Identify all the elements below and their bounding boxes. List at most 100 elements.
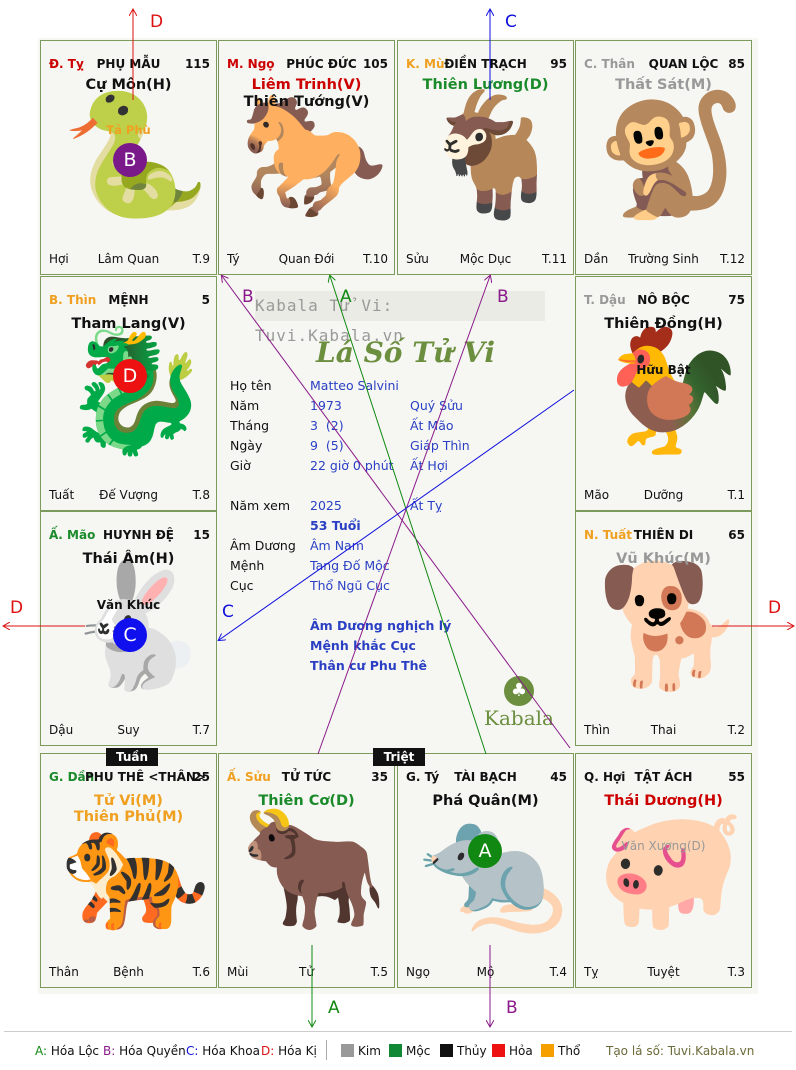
hoa-khoa-marker: C bbox=[113, 618, 147, 652]
palace-name: QUAN LỘC bbox=[648, 57, 719, 71]
palace-stage: Suy bbox=[117, 723, 140, 737]
palace-branch: Mão bbox=[584, 488, 610, 502]
palace-stage: Trường Sinh bbox=[628, 252, 699, 266]
credit-link[interactable]: Tạo lá số: Tuvi.Kabala.vn bbox=[606, 1044, 755, 1058]
palace-phuc-duc[interactable]: 🐎 M. Ngọ PHÚC ĐỨC 105 Liêm Trinh(V) Thiê… bbox=[218, 40, 395, 275]
info-label: Giờ bbox=[230, 458, 251, 473]
palace-name: TÀI BẠCH bbox=[454, 770, 517, 784]
palace-month: T.7 bbox=[192, 723, 210, 737]
hoa-loc-line bbox=[330, 276, 487, 755]
age-value: 53 Tuổi bbox=[310, 518, 361, 533]
arrow-label: B bbox=[242, 287, 254, 307]
palace-can: N. Tuất bbox=[584, 528, 633, 542]
info-value-canchi: Ất Tỵ bbox=[410, 498, 443, 513]
palace-name: ĐIỀN TRẠCH bbox=[444, 57, 527, 71]
minor-star: Hữu Bật bbox=[636, 363, 691, 377]
minor-star: Văn Khúc bbox=[96, 598, 161, 612]
info-value: 2025 bbox=[310, 498, 342, 513]
watermark-text: Kabala Tử Vi: Tuvi.Kabala.vn bbox=[255, 291, 545, 345]
palace-month: T.4 bbox=[549, 965, 567, 979]
palace-age: 5 bbox=[201, 293, 210, 307]
palace-branch: Thân bbox=[49, 965, 79, 979]
palace-branch: Sửu bbox=[406, 252, 429, 266]
arrow-label: C bbox=[505, 12, 517, 32]
info-value-canchi: Ất Mão bbox=[410, 418, 454, 433]
arrow-label: D bbox=[150, 12, 164, 32]
tiger-icon: 🐅 bbox=[61, 799, 211, 938]
palace-branch: Tuất bbox=[49, 488, 75, 502]
kabala-logo: ♣ Kabala bbox=[484, 676, 554, 736]
info-value: Thổ Ngũ Cục bbox=[310, 578, 390, 593]
note-line: Mệnh khắc Cục bbox=[310, 638, 416, 653]
main-star: Thái Dương(H) bbox=[604, 793, 723, 809]
info-label: Cục bbox=[230, 578, 254, 593]
palace-month: T.9 bbox=[192, 252, 210, 266]
palace-age: 15 bbox=[193, 528, 210, 542]
palace-month: T.10 bbox=[363, 252, 388, 266]
palace-name: NÔ BỘC bbox=[637, 293, 690, 307]
palace-month: T.11 bbox=[542, 252, 567, 266]
palace-thien-di[interactable]: 🐕 N. Tuất THIÊN DI 65 Vũ Khúc(M) Thìn Th… bbox=[575, 511, 752, 746]
palace-stage: Tuyệt bbox=[647, 965, 680, 979]
hoa-ki-marker: D bbox=[113, 359, 147, 393]
palace-tai-bach[interactable]: 🐀 G. Tý TÀI BẠCH 45 Phá Quân(M) Ngọ Mộ T… bbox=[397, 753, 574, 988]
tho-swatch bbox=[541, 1044, 554, 1057]
main-star: Thiên Phủ(M) bbox=[73, 809, 184, 825]
main-star: Thái Âm(H) bbox=[82, 551, 175, 567]
legend-hoa: Hỏa bbox=[492, 1044, 533, 1058]
info-value: Âm Nam bbox=[310, 538, 364, 553]
arrow-label: B bbox=[506, 998, 518, 1018]
palace-stage: Quan Đới bbox=[278, 252, 335, 266]
palace-month: T.8 bbox=[192, 488, 210, 502]
main-star: Tham Lang(V) bbox=[71, 316, 186, 332]
palace-name: TẬT ÁCH bbox=[634, 770, 693, 784]
hoa-khoa-line bbox=[219, 389, 575, 640]
info-value: 1973 bbox=[310, 398, 342, 413]
legend-moc: Mộc bbox=[389, 1044, 430, 1058]
palace-can: C. Thân bbox=[584, 57, 635, 71]
hoa-quyen-marker: B bbox=[113, 143, 147, 177]
minor-star: Tả Phù bbox=[106, 123, 151, 137]
palace-can: G. Tý bbox=[406, 770, 440, 784]
palace-tat-ach[interactable]: 🐖 Q. Hợi TẬT ÁCH 55 Thái Dương(H) Văn Xư… bbox=[575, 753, 752, 988]
info-label: Ngày bbox=[230, 438, 263, 453]
legend-hoa-loc: A: Hóa Lộc bbox=[35, 1044, 100, 1058]
legend-hoa-quyen: B: Hóa Quyền bbox=[103, 1044, 186, 1058]
palace-name: TỬ TỨC bbox=[281, 770, 332, 784]
legend-hoa-ki: D: Hóa Kị bbox=[261, 1044, 317, 1058]
palace-name: PHÚC ĐỨC bbox=[286, 57, 357, 71]
main-star: Tử Vi(M) bbox=[94, 793, 163, 809]
horse-icon: 🐎 bbox=[239, 86, 389, 225]
palace-branch: Ngọ bbox=[406, 965, 430, 979]
palace-month: T.5 bbox=[370, 965, 388, 979]
main-star: Thất Sát(M) bbox=[615, 77, 712, 93]
ox-icon: 🐂 bbox=[239, 799, 389, 938]
main-star: Thiên Đồng(H) bbox=[604, 316, 723, 332]
palace-age: 95 bbox=[550, 57, 567, 71]
legend-thuy: Thủy bbox=[440, 1044, 487, 1058]
arrow-label: A bbox=[340, 287, 352, 307]
palace-branch: Tý bbox=[227, 252, 240, 266]
palace-phu-the[interactable]: 🐅 G. Dần PHU THÊ <THÂN> 25 Tử Vi(M) Thiê… bbox=[40, 753, 217, 988]
palace-branch: Dần bbox=[584, 252, 609, 266]
main-star: Cự Môn(H) bbox=[85, 77, 172, 93]
palace-can: Ấ. Sửu bbox=[227, 770, 271, 784]
palace-no-boc[interactable]: 🐓 T. Dậu NÔ BỘC 75 Thiên Đồng(H) Hữu Bật… bbox=[575, 276, 752, 511]
kim-swatch bbox=[341, 1044, 354, 1057]
palace-name: PHU THÊ <THÂN> bbox=[84, 770, 207, 784]
main-star: Thiên Lương(D) bbox=[422, 77, 549, 93]
monkey-icon: 🐒 bbox=[596, 86, 746, 225]
legend-hoa-khoa: C: Hóa Khoa bbox=[186, 1044, 260, 1058]
info-label: Năm xem bbox=[230, 498, 291, 513]
legend-separator bbox=[326, 1040, 327, 1060]
palace-can: M. Ngọ bbox=[227, 57, 275, 71]
palace-quan-loc[interactable]: 🐒 C. Thân QUAN LỘC 85 Thất Sát(M) Dần Tr… bbox=[575, 40, 752, 275]
palace-stage: Thai bbox=[650, 723, 677, 737]
palace-dien-trach[interactable]: 🐐 K. Mùi ĐIỀN TRẠCH 95 Thiên Lương(D) Sử… bbox=[397, 40, 574, 275]
rat-icon: 🐀 bbox=[418, 799, 568, 938]
legend-divider bbox=[4, 1031, 792, 1032]
info-label: Tháng bbox=[230, 418, 270, 433]
info-value: 9 (5) bbox=[310, 438, 344, 453]
palace-tu-tuc[interactable]: 🐂 Ấ. Sửu TỬ TỨC 35 Thiên Cơ(D) Mùi Tử T.… bbox=[218, 753, 395, 988]
